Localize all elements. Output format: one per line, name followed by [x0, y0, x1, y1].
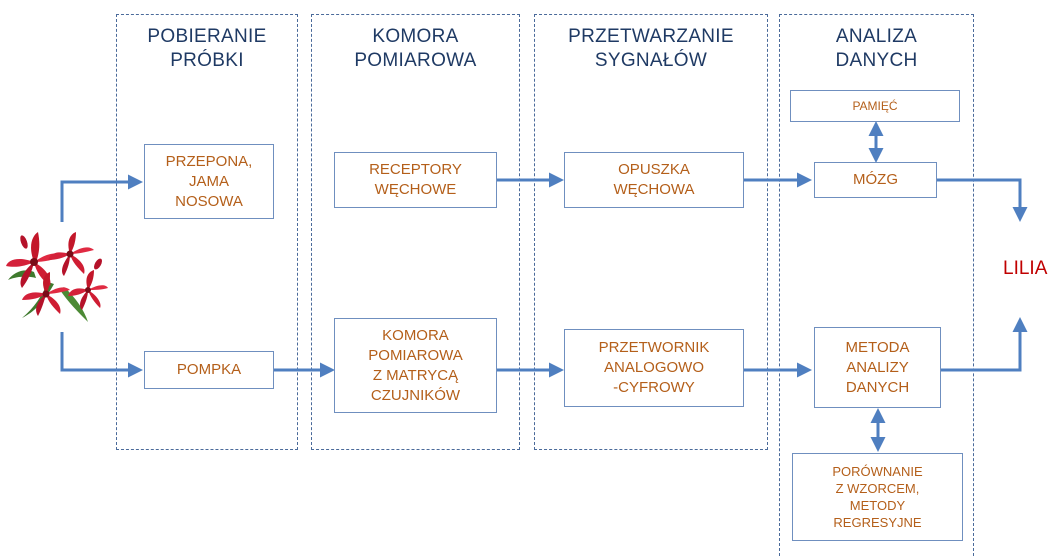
column-title-komora: KOMORA POMIAROWA	[354, 26, 477, 71]
arrow-flower-to-przepona	[60, 174, 143, 222]
node-porownanie-z-wzorcem: PORÓWNANIE Z WZORCEM, METODY REGRESYJNE	[792, 453, 963, 541]
result-label: LILIA	[1003, 258, 1048, 279]
column-title-analiza: ANALIZA DANYCH	[835, 26, 918, 71]
arrow-flower-to-pompka	[60, 332, 143, 378]
column-title-przetwarzanie: PRZETWARZANIE SYGNAŁÓW	[568, 26, 734, 71]
node-przepona-jama-nosowa: PRZEPONA, JAMA NOSOWA	[144, 144, 274, 219]
arrow-mozg-to-lilia	[937, 178, 1028, 222]
lily-flower-icon	[6, 232, 108, 322]
node-opuszka-wechowa: OPUSZKA WĘCHOWA	[564, 152, 744, 208]
column-title-pobieranie: POBIERANIE PRÓBKI	[147, 26, 267, 71]
arrow-metoda-to-lilia	[941, 317, 1028, 372]
node-receptory-wechowe: RECEPTORY WĘCHOWE	[334, 152, 497, 208]
node-przetwornik-ac: PRZETWORNIK ANALOGOWO -CYFROWY	[564, 329, 744, 407]
column-analiza: ANALIZA DANYCH	[779, 14, 974, 556]
node-metoda-analizy-danych: METODA ANALIZY DANYCH	[814, 327, 941, 408]
node-mozg: MÓZG	[814, 162, 937, 198]
node-pompka: POMPKA	[144, 351, 274, 389]
node-komora-pomiarowa-matryca: KOMORA POMIAROWA Z MATRYCĄ CZUJNIKÓW	[334, 318, 497, 413]
column-przetwarzanie: PRZETWARZANIE SYGNAŁÓW	[534, 14, 768, 450]
column-pobieranie: POBIERANIE PRÓBKI	[116, 14, 298, 450]
column-komora: KOMORA POMIAROWA	[311, 14, 520, 450]
node-pamiec: PAMIĘĆ	[790, 90, 960, 122]
